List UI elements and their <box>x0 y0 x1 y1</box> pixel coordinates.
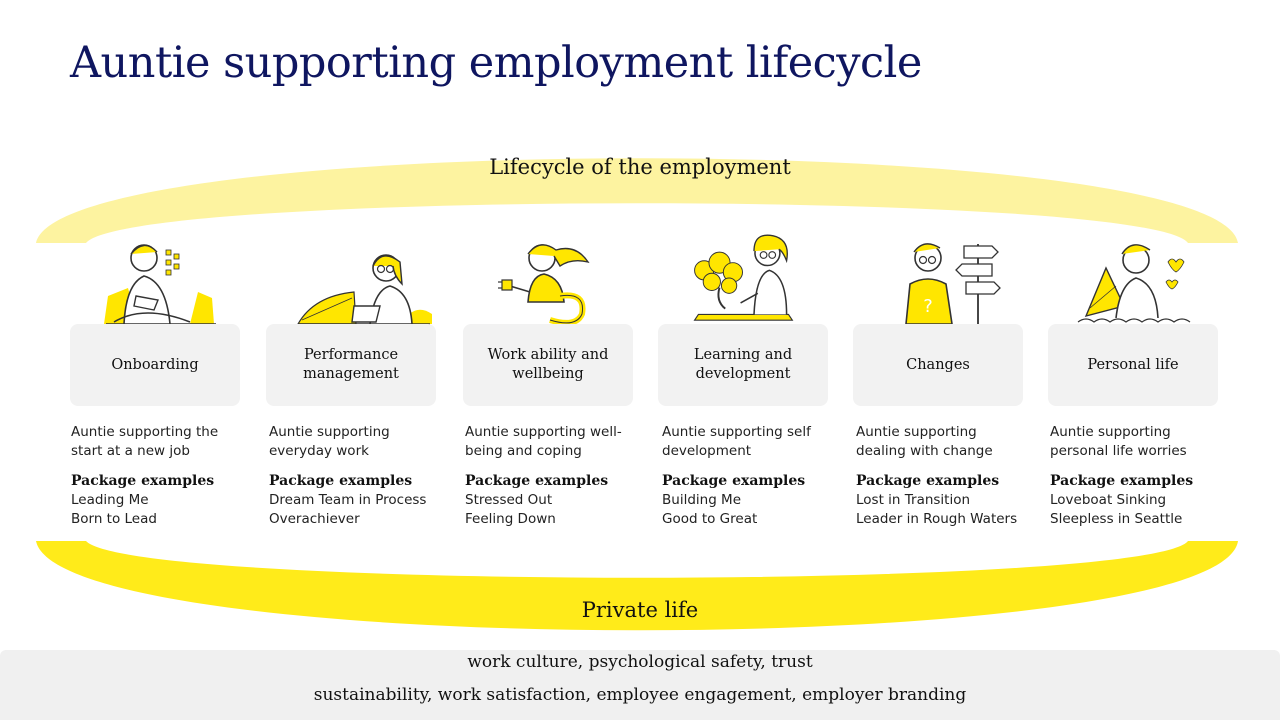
package-item: Stressed Out <box>465 492 553 508</box>
person-bonsai-icon <box>693 234 794 321</box>
stage-description: Auntie supporting personal life worries <box>1050 424 1187 459</box>
stage-label: Learning and development <box>693 347 793 382</box>
package-item: Lost in Transition <box>856 492 971 508</box>
package-heading: Package examples <box>662 473 806 489</box>
svg-text:?: ? <box>923 296 933 317</box>
package-item: Overachiever <box>269 511 360 527</box>
stage-description: Auntie supporting dealing with change <box>856 424 993 459</box>
package-item: Feeling Down <box>465 511 556 527</box>
person-sinking-boat-icon <box>1077 244 1191 323</box>
package-heading: Package examples <box>465 473 609 489</box>
package-heading: Package examples <box>71 473 215 489</box>
package-item: Dream Team in Process <box>269 492 427 508</box>
stage-box-changes: Changes <box>853 324 1023 406</box>
foundation-line-1: work culture, psychological safety, trus… <box>467 652 813 672</box>
package-item: Leading Me <box>71 492 149 508</box>
package-item: Building Me <box>662 492 742 508</box>
package-item: Good to Great <box>662 511 758 527</box>
package-heading: Package examples <box>269 473 413 489</box>
stage-description-work-ability: Auntie supporting well-being and coping … <box>465 423 635 529</box>
bottom-arc <box>36 541 1238 631</box>
person-laptop-icon <box>296 254 432 325</box>
stage-description-personal-life: Auntie supporting personal life worries … <box>1050 423 1220 529</box>
stage-description: Auntie supporting the start at a new job <box>71 424 219 459</box>
stage-label: Personal life <box>1087 356 1179 373</box>
stage-label: Onboarding <box>111 356 199 373</box>
package-item: Loveboat Sinking <box>1050 492 1167 508</box>
private-life-label: Private life <box>581 598 699 622</box>
package-item: Leader in Rough Waters <box>856 511 1018 527</box>
package-heading: Package examples <box>856 473 1000 489</box>
page-title: Auntie supporting employment lifecycle <box>70 38 922 88</box>
package-heading: Package examples <box>1050 473 1194 489</box>
stage-description-onboarding: Auntie supporting the start at a new job… <box>71 423 241 529</box>
top-arc <box>36 158 1238 243</box>
package-item: Born to Lead <box>71 511 157 527</box>
stage-box-work-ability: Work ability and wellbeing <box>463 324 633 406</box>
person-signpost-icon: ? <box>905 243 1001 325</box>
stage-label: Changes <box>906 356 970 373</box>
stage-description: Auntie supporting everyday work <box>269 424 390 459</box>
stage-label: Work ability and wellbeing <box>487 347 609 382</box>
stage-description: Auntie supporting well-being and coping <box>465 424 622 459</box>
lifecycle-label: Lifecycle of the employment <box>489 155 791 179</box>
foundation-band <box>0 650 1280 720</box>
stage-description: Auntie supporting self development <box>662 424 811 459</box>
stage-box-onboarding: Onboarding <box>70 324 240 406</box>
stage-description-changes: Auntie supporting dealing with change Pa… <box>856 423 1026 529</box>
stage-description-learning: Auntie supporting self development Packa… <box>662 423 832 529</box>
stage-box-personal-life: Personal life <box>1048 324 1218 406</box>
person-unplugged-icon <box>498 244 590 326</box>
stage-box-learning: Learning and development <box>658 324 828 406</box>
package-item: Sleepless in Seattle <box>1050 511 1183 527</box>
stage-description-performance-management: Auntie supporting everyday work Package … <box>269 423 439 529</box>
person-reading-icon <box>104 244 216 325</box>
foundation-line-2: sustainability, work satisfaction, emplo… <box>313 685 967 705</box>
stage-label: Performance management <box>303 347 399 382</box>
stage-box-performance-management: Performance management <box>266 324 436 406</box>
